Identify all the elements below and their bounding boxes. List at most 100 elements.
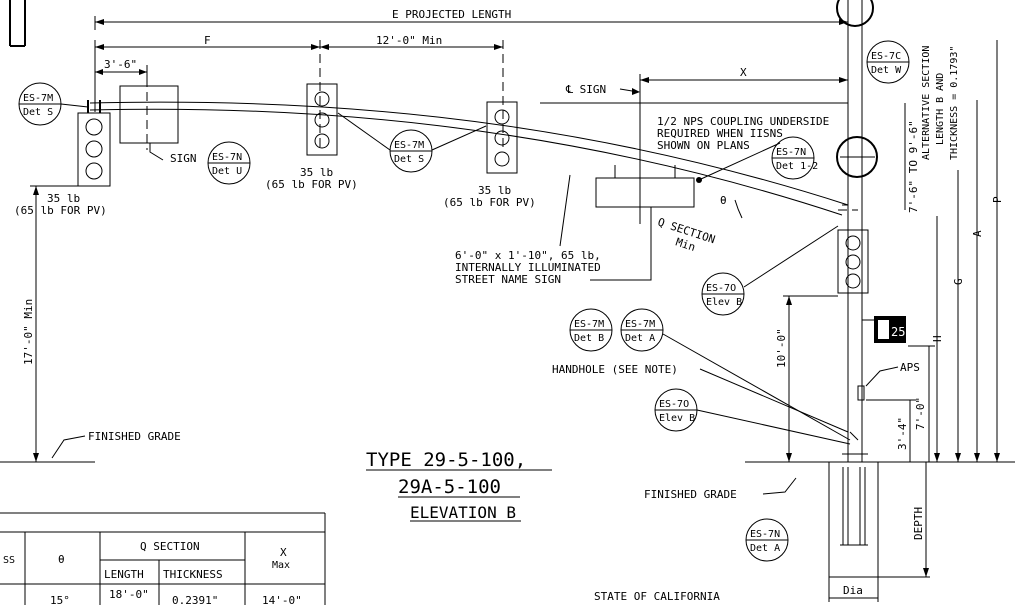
svg-text:25: 25 [891, 325, 905, 339]
table-row1-theta: 15° [50, 594, 70, 605]
callout-es7m-det-s-middle[interactable]: ES-7M Det S [389, 129, 433, 173]
alt-section-line3: THICKNESS = 0.1793" [949, 46, 960, 160]
callout-es7n-det-a[interactable]: ES-7N Det A [745, 518, 789, 562]
svg-text:Det W: Det W [871, 65, 902, 76]
q-section-min-label: Min [674, 235, 697, 254]
title-line1: TYPE 29-5-100, [366, 449, 526, 471]
table-header-x: X [280, 546, 287, 559]
svg-text:ES-7M: ES-7M [23, 93, 53, 104]
street-sign-line3: STREET NAME SIGN [455, 273, 561, 286]
street-sign-line2: INTERNALLY ILLUMINATED [455, 261, 601, 274]
svg-text:Elev B: Elev B [706, 297, 742, 308]
weight-right: 35 lb [478, 184, 511, 197]
callout-es7m-det-a[interactable]: ES-7M Det A [620, 308, 664, 352]
callout-es7n-det-1-2[interactable]: ES-7N Det 1-2 [771, 136, 818, 180]
street-sign-line1: 6'-0" x 1'-10", 65 lb, [455, 249, 601, 262]
callout-es7m-det-s-left[interactable]: ES-7M Det S [18, 82, 62, 126]
aps-label: APS [900, 361, 920, 374]
table-row1-x: 14'-0" [262, 594, 302, 605]
alt-section-line2: LENGTH B AND [935, 73, 946, 145]
seventeen-min-label: 17'-0" Min [22, 299, 35, 365]
street-name-sign [595, 177, 695, 208]
svg-text:Det S: Det S [23, 107, 53, 118]
coupling-note-line2: REQUIRED WHEN IISNS [657, 127, 783, 140]
mast-arm-sign [119, 85, 179, 144]
signal-head-pole [837, 229, 869, 294]
dia-label: Dia [843, 584, 863, 597]
mast-arm [89, 101, 849, 216]
callout-es7m-det-b[interactable]: ES-7M Det B [569, 308, 613, 352]
ten-label: 10'-0" [775, 328, 788, 368]
table-header-theta: θ [58, 553, 65, 566]
signal-head-left [77, 112, 111, 187]
footer-state: STATE OF CALIFORNIA [594, 590, 720, 603]
x-label: X [740, 66, 747, 79]
twelve-min-dimension: 12'-0" Min [320, 34, 503, 50]
signal-head-middle [306, 83, 338, 156]
finished-grade-right-label: FINISHED GRADE [644, 488, 737, 501]
table-row1-length: 18'-0" [109, 588, 149, 601]
dimension-table: SS θ Q SECTION LENGTH THICKNESS X Max 15… [0, 512, 326, 605]
coupling-note-line3: SHOWN ON PLANS [657, 139, 750, 152]
table-header-ss: SS [3, 555, 15, 566]
theta-label: θ [720, 194, 727, 207]
title-line3: ELEVATION B [410, 503, 516, 522]
a-label: A [971, 230, 984, 237]
x-dimension: X [639, 66, 848, 224]
drawing-title: TYPE 29-5-100, 29A-5-100 ELEVATION B [366, 449, 552, 522]
sign-label: SIGN [170, 152, 197, 165]
svg-text:Det B: Det B [574, 333, 604, 344]
e-projected-length-label: E PROJECTED LENGTH [392, 8, 511, 21]
pole-arm-joint [836, 136, 878, 178]
weight-left: 35 lb [47, 192, 80, 205]
sign-centerline-label: ℄ SIGN [565, 83, 606, 96]
callout-es7n-det-u[interactable]: ES-7N Det U [207, 141, 251, 185]
table-header-length: LENGTH [104, 568, 144, 581]
svg-text:ES-7O: ES-7O [706, 283, 736, 294]
svg-text:Elev B: Elev B [659, 413, 695, 424]
svg-text:ES-7M: ES-7M [394, 140, 424, 151]
svg-text:ES-7N: ES-7N [776, 147, 806, 158]
seven-six-nine-six-label: 7'-6" TO 9'-6" [907, 120, 920, 213]
p-label: P [991, 196, 1004, 203]
callout-es7o-elev-b-upper[interactable]: ES-7O Elev B [701, 272, 745, 316]
three-six-dimension: 3'-6" [95, 58, 148, 86]
pole-top-joint [836, 0, 874, 27]
pedestrian-signal: 25 [874, 316, 906, 343]
finished-grade-left-label: FINISHED GRADE [88, 430, 181, 443]
signal-head-right [486, 101, 518, 174]
coupling-dot [696, 177, 702, 183]
three-six-label: 3'-6" [104, 58, 137, 71]
alt-section-line1: ALTERNATIVE SECTION [921, 46, 932, 160]
svg-text:ES-7M: ES-7M [625, 319, 655, 330]
weight-middle: 35 lb [300, 166, 333, 179]
svg-text:Det 1-2: Det 1-2 [776, 161, 818, 172]
e-projected-length-dimension: E PROJECTED LENGTH [94, 8, 848, 30]
weight-right-pv: (65 lb FOR PV) [443, 196, 536, 209]
svg-text:ES-7O: ES-7O [659, 399, 689, 410]
table-header-x-sub: Max [272, 560, 290, 571]
svg-text:ES-7N: ES-7N [212, 152, 242, 163]
svg-text:ES-7C: ES-7C [871, 51, 901, 62]
svg-text:ES-7M: ES-7M [574, 319, 604, 330]
title-line2: 29A-5-100 [398, 476, 501, 498]
twelve-min-label: 12'-0" Min [376, 34, 442, 47]
weight-middle-pv: (65 lb FOR PV) [265, 178, 358, 191]
callout-es7o-elev-b-lower[interactable]: ES-7O Elev B [654, 388, 698, 432]
svg-text:ES-7N: ES-7N [750, 529, 780, 540]
table-row1-thickness: 0.2391" [172, 594, 218, 605]
h-label: H [931, 335, 944, 342]
g-label: G [952, 278, 965, 285]
f-label: F [204, 34, 211, 47]
f-dimension: F [94, 34, 320, 112]
aps-push-button [857, 385, 865, 401]
svg-text:Det S: Det S [394, 154, 424, 165]
handhole-label: HANDHOLE (SEE NOTE) [552, 363, 678, 376]
svg-text:Det A: Det A [625, 333, 655, 344]
depth-label: DEPTH [912, 507, 925, 540]
callout-es7c-det-w[interactable]: ES-7C Det W [866, 40, 910, 84]
svg-text:Det A: Det A [750, 543, 780, 554]
coupling-note-line1: 1/2 NPS COUPLING UNDERSIDE [657, 115, 829, 128]
three-four-label: 3'-4" [896, 417, 909, 450]
